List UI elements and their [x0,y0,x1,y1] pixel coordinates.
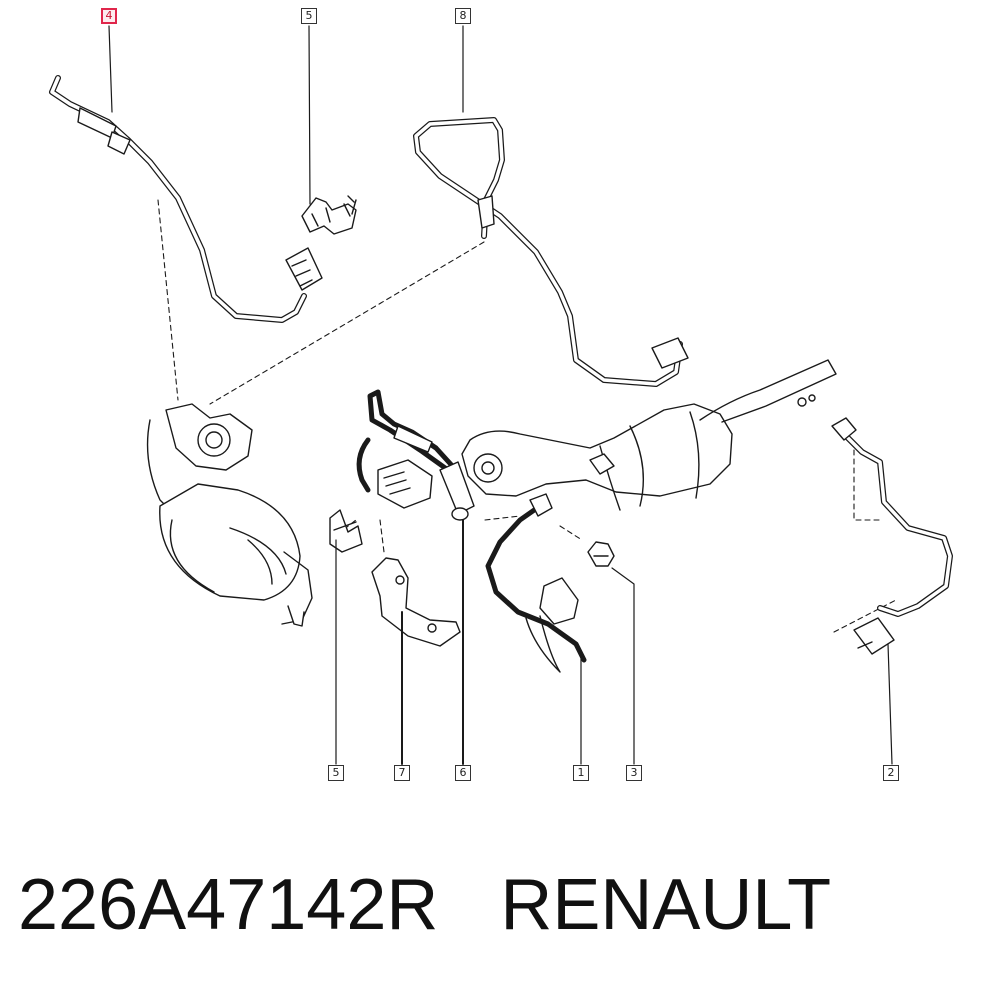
bracket-7 [371,557,461,647]
callout-5-bottom[interactable]: 5 [328,765,344,781]
callout-2[interactable]: 2 [883,765,899,781]
catalytic-converter-left [146,403,313,627]
dashed-guides [157,199,897,633]
caption: 226A47142R RENAULT [18,855,988,965]
exhaust-sensor-diagram [49,25,953,765]
callout-6[interactable]: 6 [455,765,471,781]
clip-5-top [301,195,357,235]
nut-3 [587,541,615,567]
callout-3[interactable]: 3 [626,765,642,781]
sensor-1-harness [485,493,587,673]
callout-8[interactable]: 8 [455,8,471,24]
catalytic-converter-right [461,359,837,511]
callout-4[interactable]: 4 [101,8,117,24]
sensor-8-harness [413,117,689,387]
sensor-4-harness [49,75,323,323]
sensor-6-harness [356,389,475,521]
sensor-2-harness [831,417,953,655]
part-number: 226A47142R [18,865,439,945]
callout-5-top[interactable]: 5 [301,8,317,24]
callout-7[interactable]: 7 [394,765,410,781]
leader-lines [108,25,893,765]
clip-5-bottom [329,509,363,553]
brand-name: RENAULT [500,865,832,945]
callout-1[interactable]: 1 [573,765,589,781]
